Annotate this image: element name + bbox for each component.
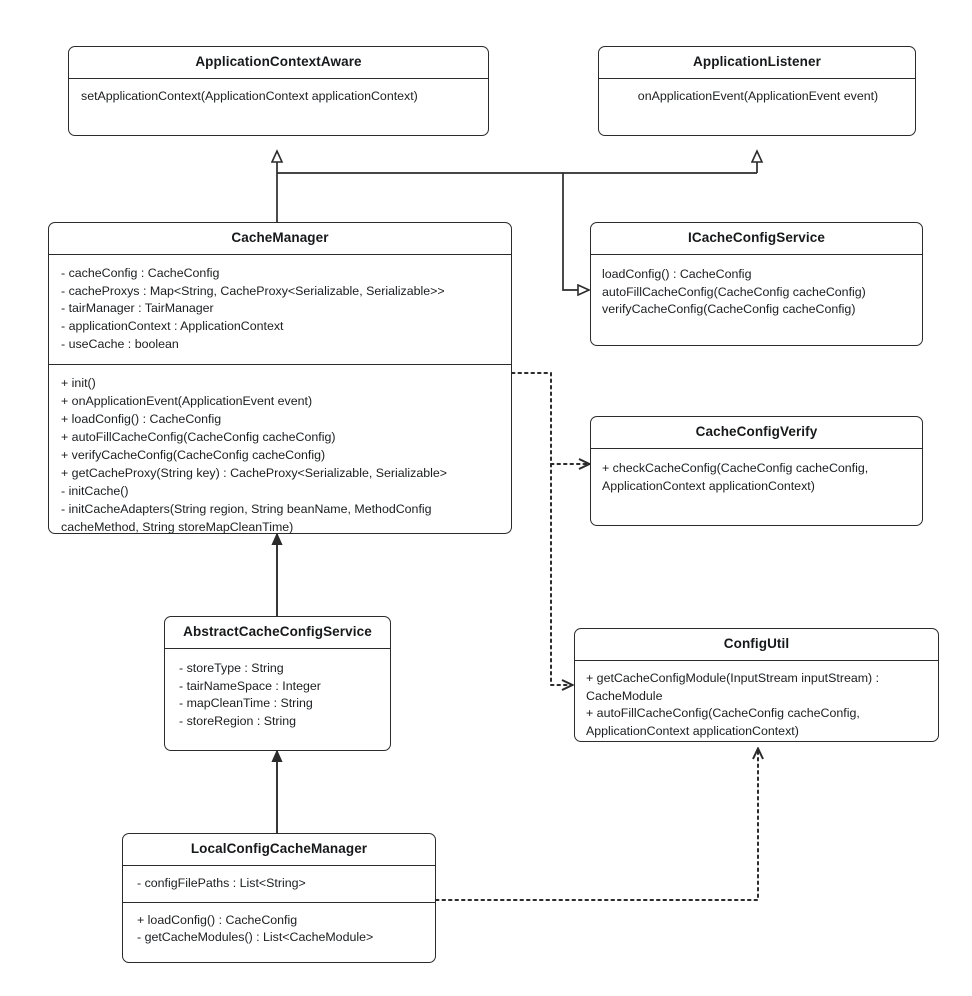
members-compartment: + getCacheConfigModule(InputStream input…: [575, 661, 938, 751]
compartment-divider: [49, 364, 511, 366]
compartment-divider: [123, 864, 435, 866]
class-application-listener[interactable]: ApplicationListener onApplicationEvent(A…: [598, 46, 916, 136]
class-application-context-aware[interactable]: ApplicationContextAware setApplicationCo…: [68, 46, 489, 136]
member-row: + checkCacheConfig(CacheConfig cacheConf…: [602, 460, 869, 493]
attribute-row: - mapCleanTime : String: [179, 696, 313, 711]
method-row: + onApplicationEvent(ApplicationEvent ev…: [61, 394, 313, 409]
method-row: + loadConfig() : CacheConfig: [137, 912, 298, 927]
compartment-divider: [591, 253, 922, 255]
edge-cachemanager-to-icacheconfigservice: [562, 173, 589, 290]
class-title: ApplicationListener: [693, 54, 821, 69]
attribute-row: - applicationContext : ApplicationContex…: [61, 319, 284, 334]
class-title: CacheManager: [231, 230, 329, 245]
method-row: + loadConfig() : CacheConfig: [61, 412, 222, 427]
compartment-divider: [591, 447, 922, 449]
edge-localconfigcachemanager-to-configutil: [435, 749, 758, 901]
compartment-divider: [599, 77, 915, 79]
method-row: - getCacheModules() : List<CacheModule>: [137, 930, 374, 945]
attribute-row: - storeType : String: [179, 660, 284, 675]
attribute-row: - storeRegion : String: [179, 714, 297, 729]
method-row: + autoFillCacheConfig(CacheConfig cacheC…: [61, 430, 336, 445]
member-row: + autoFillCacheConfig(CacheConfig cacheC…: [586, 706, 860, 739]
method-row: + getCacheProxy(String key) : CacheProxy…: [61, 466, 448, 481]
class-title: ICacheConfigService: [688, 230, 825, 245]
class-cache-manager[interactable]: CacheManager - cacheConfig : CacheConfig…: [48, 222, 512, 534]
class-title: AbstractCacheConfigService: [183, 624, 372, 639]
attributes-compartment: - configFilePaths : List<String>: [123, 866, 435, 902]
class-icache-config-service[interactable]: ICacheConfigService loadConfig() : Cache…: [590, 222, 923, 346]
member-row: verifyCacheConfig(CacheConfig cacheConfi…: [602, 302, 856, 317]
attributes-compartment: - storeType : String - tairNameSpace : I…: [165, 649, 390, 741]
method-row: - initCacheAdapters(String region, Strin…: [61, 502, 432, 535]
edge-cachemanager-to-cacheconfigverify: [511, 372, 589, 464]
member-row: loadConfig() : CacheConfig: [602, 266, 752, 281]
compartment-divider: [49, 253, 511, 255]
attribute-row: - useCache : boolean: [61, 337, 179, 352]
class-abstract-cache-config-service[interactable]: AbstractCacheConfigService - storeType :…: [164, 616, 391, 751]
class-title: CacheConfigVerify: [695, 424, 818, 439]
member-row: autoFillCacheConfig(CacheConfig cacheCon…: [602, 284, 866, 299]
compartment-divider: [123, 901, 435, 903]
compartment-divider: [69, 77, 488, 79]
member-row: + getCacheConfigModule(InputStream input…: [586, 670, 880, 703]
method-row: + verifyCacheConfig(CacheConfig cacheCon…: [61, 448, 326, 463]
compartment-divider: [165, 647, 390, 649]
class-title: LocalConfigCacheManager: [190, 841, 368, 856]
attribute-row: - cacheConfig : CacheConfig: [61, 265, 220, 280]
edge-cachemanager-to-configutil: [550, 463, 572, 685]
member-row: setApplicationContext(ApplicationContext…: [81, 88, 418, 103]
attribute-row: - cacheProxys : Map<String, CacheProxy<S…: [61, 283, 445, 298]
member-row: onApplicationEvent(ApplicationEvent even…: [637, 88, 879, 103]
methods-compartment: + init() + onApplicationEvent(Applicatio…: [49, 365, 511, 546]
members-compartment: + checkCacheConfig(CacheConfig cacheConf…: [591, 449, 922, 505]
members-compartment: onApplicationEvent(ApplicationEvent even…: [599, 79, 915, 115]
class-title: ApplicationContextAware: [195, 54, 362, 69]
attribute-row: - tairManager : TairManager: [61, 301, 214, 316]
class-title: ConfigUtil: [723, 636, 790, 651]
attributes-compartment: - cacheConfig : CacheConfig - cacheProxy…: [49, 255, 511, 365]
members-compartment: loadConfig() : CacheConfig autoFillCache…: [591, 255, 922, 329]
attribute-row: - configFilePaths : List<String>: [137, 875, 306, 890]
class-cache-config-verify[interactable]: CacheConfigVerify + checkCacheConfig(Cac…: [590, 416, 923, 526]
class-config-util[interactable]: ConfigUtil + getCacheConfigModule(InputS…: [574, 628, 939, 742]
compartment-divider: [575, 659, 938, 661]
members-compartment: setApplicationContext(ApplicationContext…: [69, 79, 488, 115]
methods-compartment: + loadConfig() : CacheConfig - getCacheM…: [123, 903, 435, 957]
attribute-row: - tairNameSpace : Integer: [179, 678, 321, 693]
method-row: - initCache(): [61, 484, 129, 499]
class-local-config-cache-manager[interactable]: LocalConfigCacheManager - configFilePath…: [122, 833, 436, 963]
method-row: + init(): [61, 376, 96, 391]
